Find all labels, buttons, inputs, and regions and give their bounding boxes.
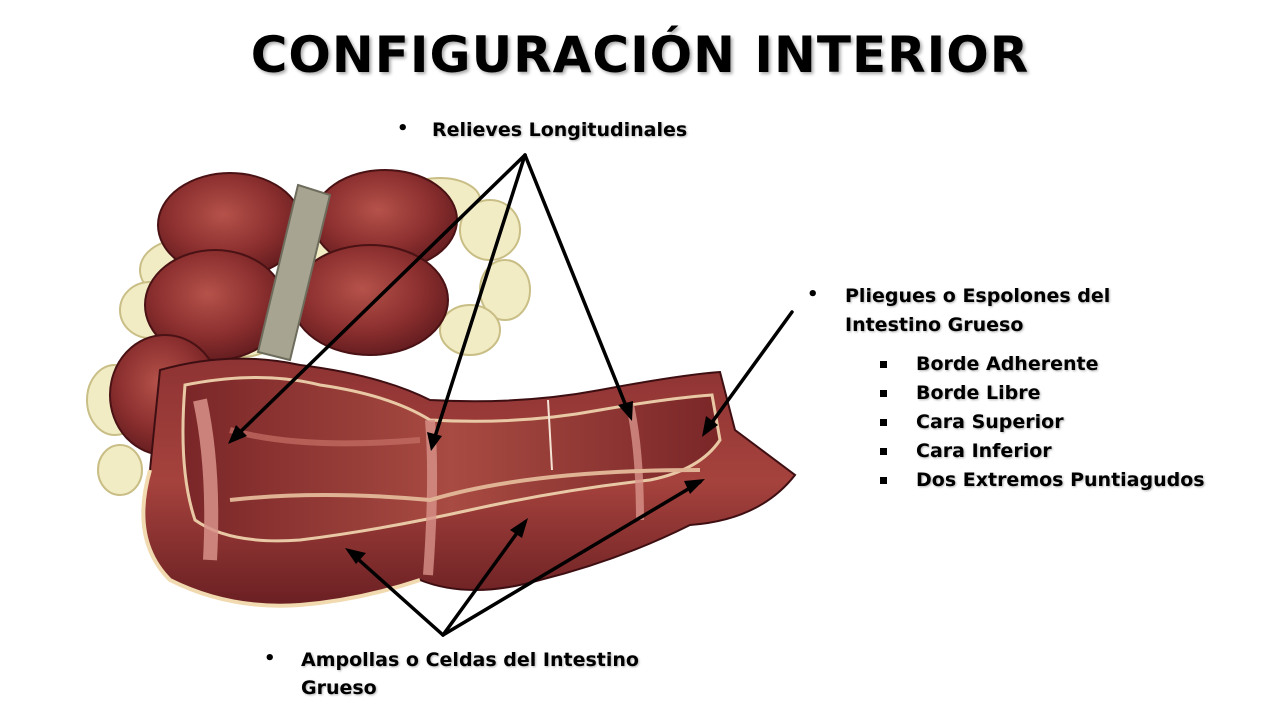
- label-pliegues-line1: Pliegues o Espolones del: [845, 285, 1111, 307]
- square-bullet-icon: [880, 477, 887, 484]
- bullet-dot: •: [397, 118, 409, 139]
- list-item-label: Dos Extremos Puntiagudos: [916, 469, 1205, 491]
- opened-colon-segment: [141, 357, 797, 608]
- square-bullet-icon: [880, 448, 887, 455]
- slide-title: CONFIGURACIÓN INTERIOR: [250, 26, 1030, 84]
- list-item-label: Borde Libre: [916, 382, 1041, 404]
- pliegues-sub-list: Borde Adherente Borde Libre Cara Superio…: [878, 350, 1205, 495]
- arrow-heads: [228, 401, 718, 564]
- list-item: Cara Inferior: [878, 437, 1205, 466]
- square-bullet-icon: [880, 390, 887, 397]
- list-item: Cara Superior: [878, 408, 1205, 437]
- bullet-dot: •: [264, 648, 276, 669]
- list-item: Borde Libre: [878, 379, 1205, 408]
- list-item-label: Cara Superior: [916, 411, 1064, 433]
- annotation-arrows: [230, 153, 794, 637]
- list-item: Borde Adherente: [878, 350, 1205, 379]
- taenia-band: [256, 183, 332, 362]
- square-bullet-icon: [880, 361, 887, 368]
- label-ampollas-line2: Grueso: [301, 677, 377, 699]
- bullet-dot: •: [807, 284, 819, 305]
- list-item: Dos Extremos Puntiagudos: [878, 466, 1205, 495]
- label-pliegues-line2: Intestino Grueso: [845, 314, 1024, 336]
- list-item-label: Cara Inferior: [916, 440, 1052, 462]
- label-ampollas-line1: Ampollas o Celdas del Intestino: [301, 649, 639, 671]
- square-bullet-icon: [880, 419, 887, 426]
- label-relieves-longitudinales: Relieves Longitudinales: [432, 119, 688, 141]
- list-item-label: Borde Adherente: [916, 353, 1099, 375]
